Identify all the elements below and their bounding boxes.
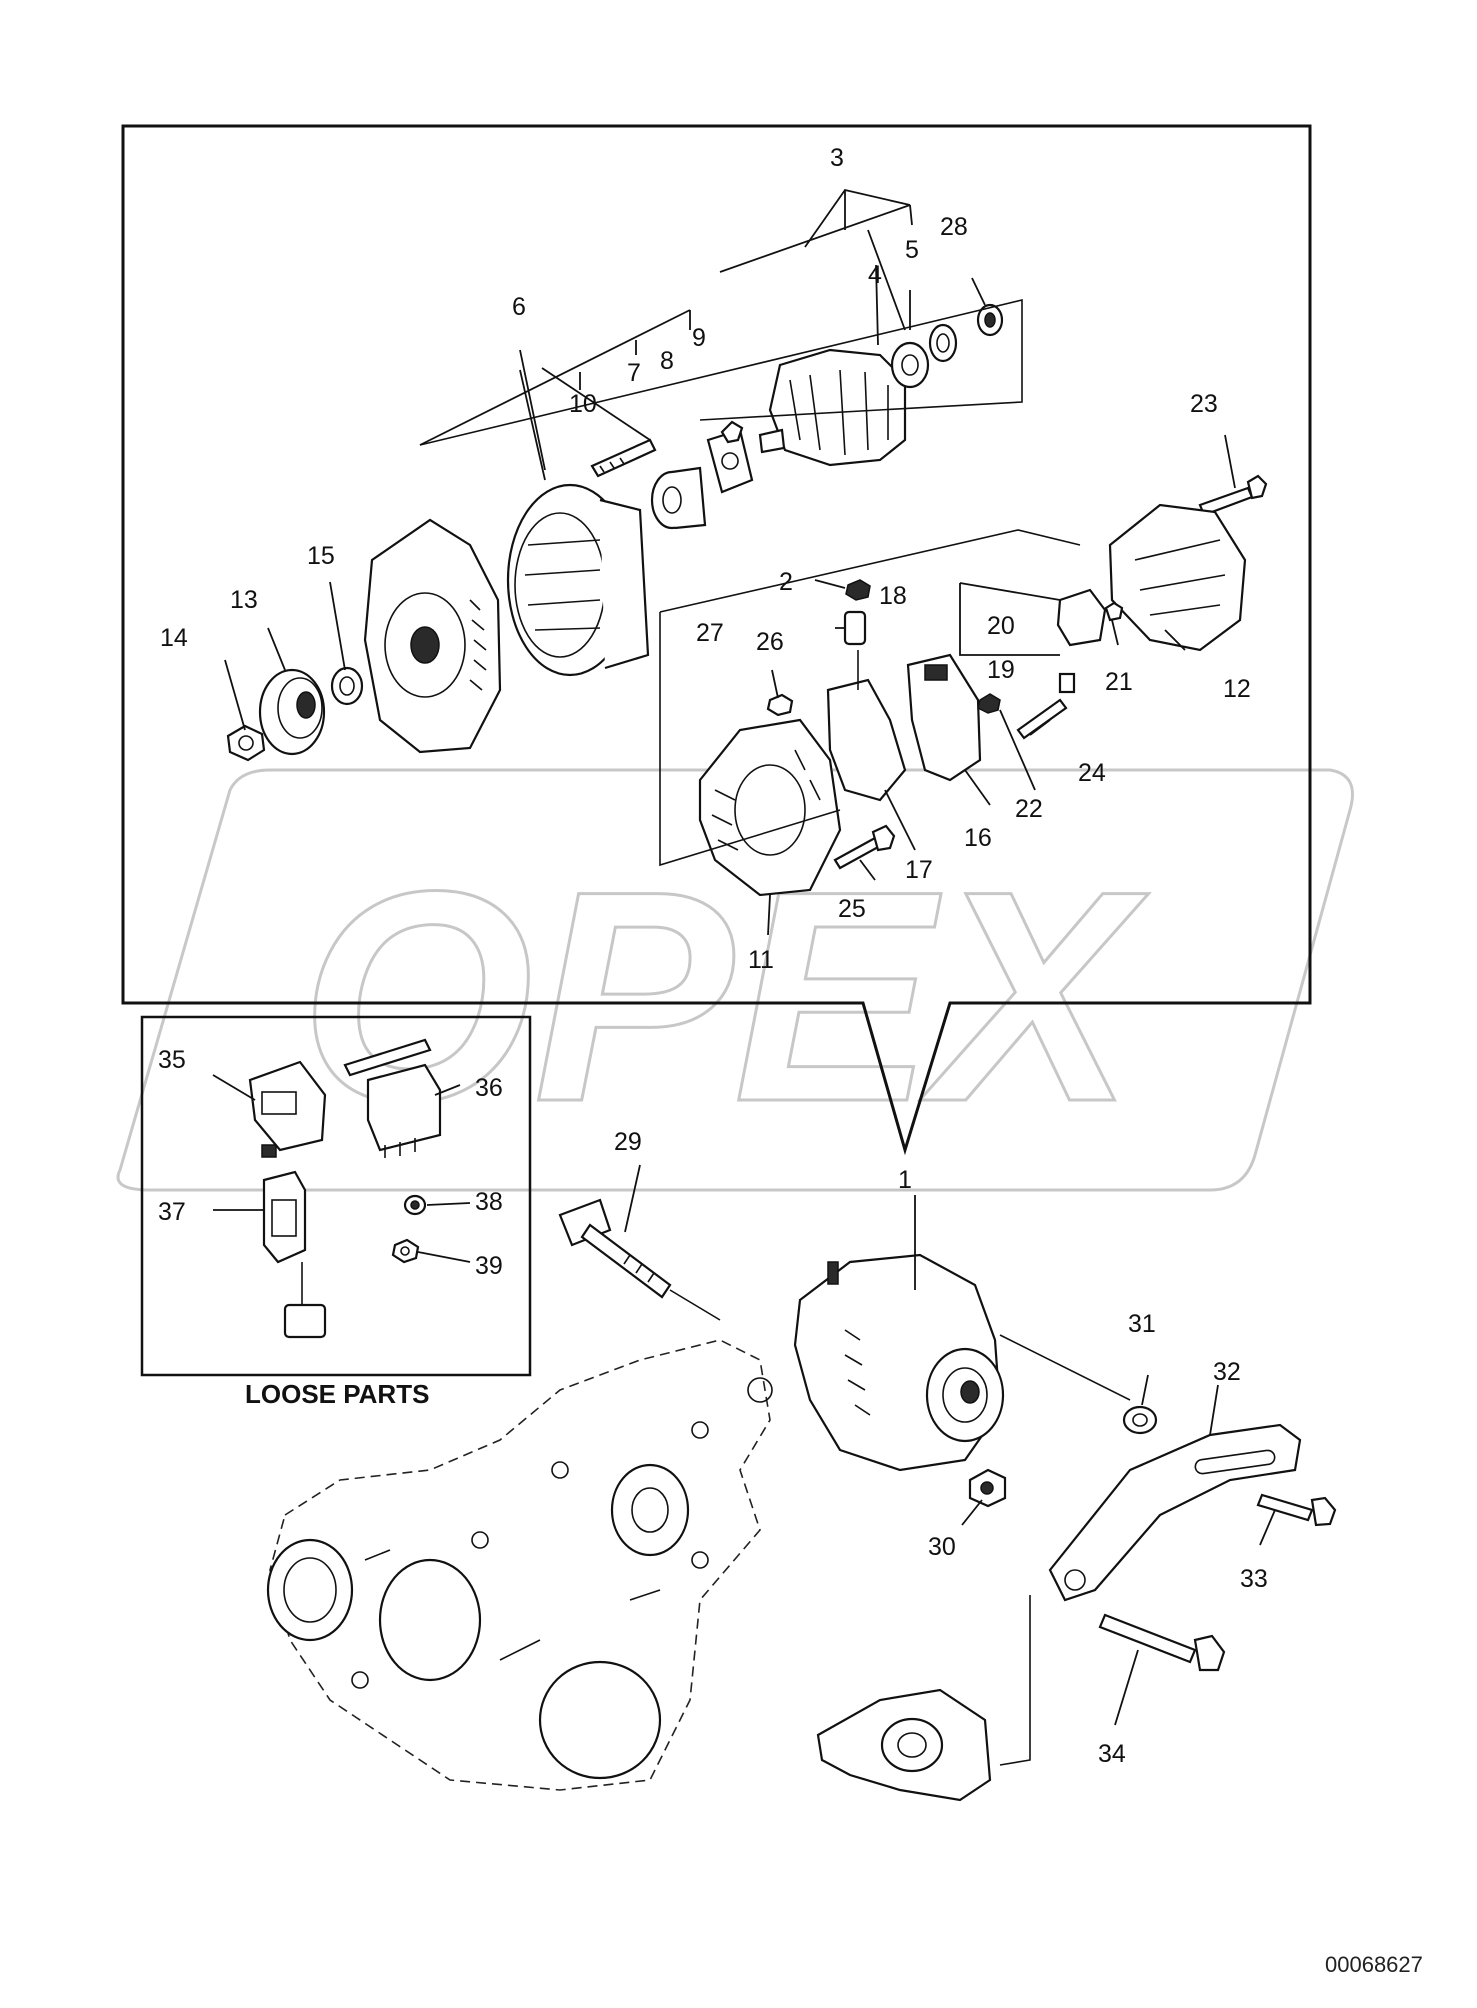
callout-36: 36 [475, 1074, 503, 1102]
part-35-relay [248, 1060, 327, 1158]
part-25-bolt [833, 824, 896, 870]
callout-3: 3 [830, 144, 844, 172]
callout-26: 26 [756, 628, 784, 656]
callout-20: 20 [987, 612, 1015, 640]
callout-14: 14 [160, 624, 188, 652]
callout-15: 15 [307, 542, 335, 570]
part-10-stud [590, 438, 657, 478]
callout-31: 31 [1128, 1310, 1156, 1338]
mounting-bracket [816, 1595, 1031, 1802]
callout-4: 4 [868, 261, 882, 289]
part-21-screw [1104, 601, 1124, 622]
callout-30: 30 [928, 1533, 956, 1561]
callout-12: 12 [1223, 675, 1251, 703]
axis-line-lower [659, 529, 1081, 867]
part-20-brush-holder [1056, 588, 1107, 647]
callout-13: 13 [230, 586, 258, 614]
callout-24: 24 [1078, 759, 1106, 787]
part-24-bolt [1016, 698, 1068, 740]
callout-8: 8 [660, 347, 674, 375]
callout-22: 22 [1015, 795, 1043, 823]
callout-35: 35 [158, 1046, 186, 1074]
callout-6: 6 [512, 293, 526, 321]
part-14-nut [226, 724, 266, 762]
callout-23: 23 [1190, 390, 1218, 418]
loose-parts-caption: LOOSE PARTS [245, 1379, 429, 1409]
part-38-washer [403, 1194, 427, 1216]
leader-lines [212, 188, 1276, 1726]
part-36-relay [343, 1038, 442, 1158]
callout-25: 25 [838, 895, 866, 923]
part-11-rear-housing [698, 718, 842, 897]
part-37-glow-controller [262, 1170, 327, 1339]
part-12-rear-cover [1108, 503, 1247, 652]
callout-7: 7 [627, 359, 641, 387]
exploded-view-frame [121, 124, 1312, 1156]
callout-5: 5 [905, 236, 919, 264]
callout-10: 10 [569, 390, 597, 418]
callout-29: 29 [614, 1128, 642, 1156]
part-34-bolt [1098, 1613, 1226, 1672]
callout-1: 1 [898, 1166, 912, 1194]
part-19-brush [1058, 672, 1076, 694]
part-32-adjusting-bar [1048, 1423, 1302, 1602]
callout-39: 39 [475, 1252, 503, 1280]
callout-18: 18 [879, 582, 907, 610]
part-33-bolt [1256, 1493, 1337, 1527]
callout-33: 33 [1240, 1565, 1268, 1593]
callout-37: 37 [158, 1198, 186, 1226]
part-2-terminal-nut [845, 579, 871, 601]
part-17-rectifier [826, 650, 907, 802]
callout-19: 19 [987, 656, 1015, 684]
part-13-pulley [258, 668, 326, 756]
callout-9: 9 [692, 324, 706, 352]
part-30-nut [968, 1468, 1007, 1508]
part-39-nut [391, 1238, 420, 1264]
callout-16: 16 [964, 824, 992, 852]
part-6-stator [506, 483, 650, 677]
part-27-nut [766, 693, 794, 717]
part-16-regulator [906, 653, 982, 782]
callout-21: 21 [1105, 668, 1133, 696]
part-22-nut [977, 693, 1001, 714]
callout-27: 27 [696, 619, 724, 647]
drawing-code: 00068627 [1325, 1952, 1423, 1977]
callout-17: 17 [905, 856, 933, 884]
callout-34: 34 [1098, 1740, 1126, 1768]
part-26-insulator [843, 610, 867, 646]
part-28-seal [976, 303, 1004, 337]
part-1-alternator [793, 1253, 1131, 1472]
part-15-collar [330, 666, 364, 706]
part-31-collar [1122, 1405, 1158, 1435]
callout-32: 32 [1213, 1358, 1241, 1386]
part-3-rotor [758, 348, 907, 467]
front-housing [363, 518, 502, 754]
callout-28: 28 [940, 213, 968, 241]
part-9-screw [720, 420, 744, 444]
engine-front-cover [266, 1339, 773, 1791]
callout-11: 11 [748, 946, 774, 974]
callout-38: 38 [475, 1188, 503, 1216]
axis-line-upper [419, 298, 1023, 446]
loose-parts-box [140, 1015, 532, 1377]
part-7-bearing [650, 466, 707, 530]
part-29-adjusting-bolt [558, 1198, 721, 1321]
callout-2: 2 [779, 568, 793, 596]
part-4-bearing [890, 341, 930, 389]
part-5-washer [928, 323, 958, 363]
